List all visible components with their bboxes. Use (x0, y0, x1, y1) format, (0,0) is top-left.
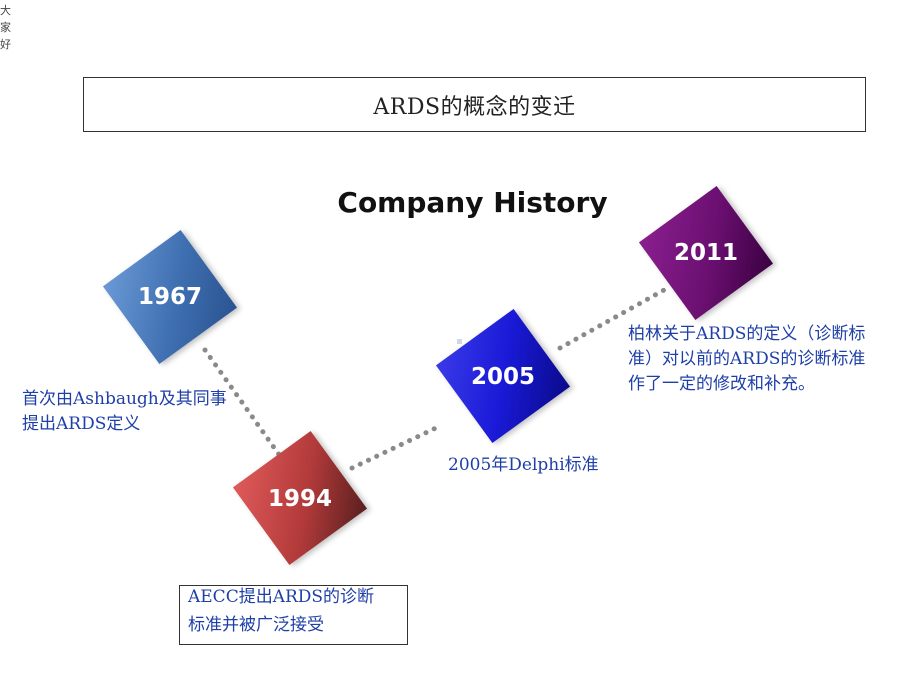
milestone-description-1994-line2: 标准并被广泛接受 (188, 615, 324, 635)
timeline-heading: Company History (337, 186, 608, 219)
decorative-dot (457, 339, 462, 344)
milestone-year-1967: 1967 (137, 284, 202, 310)
corner-note: 大家好 (0, 4, 11, 51)
milestone-description-2011: 柏林关于ARDS的定义（诊断标准）对以前的ARDS的诊断标准作了一定的修改和补充… (628, 324, 866, 394)
connector-2005-2011 (557, 287, 667, 351)
milestone-description-1994: AECC提出ARDS的诊断 标准并被广泛接受 (179, 585, 408, 645)
milestone-year-2011: 2011 (673, 240, 738, 266)
milestone-description-1994-line1: AECC提出ARDS的诊断 (188, 587, 375, 607)
milestone-year-2005: 2005 (470, 364, 535, 390)
milestone-description-2005: 2005年Delphi标准 (448, 455, 599, 475)
connector-1994-2005 (349, 423, 443, 471)
milestone-description-1967: 首次由Ashbaugh及其同事提出ARDS定义 (22, 389, 227, 434)
connector-1967-1994 (202, 347, 283, 459)
page-title: ARDS的概念的变迁 (83, 77, 866, 132)
milestone-year-1994: 1994 (267, 486, 332, 512)
